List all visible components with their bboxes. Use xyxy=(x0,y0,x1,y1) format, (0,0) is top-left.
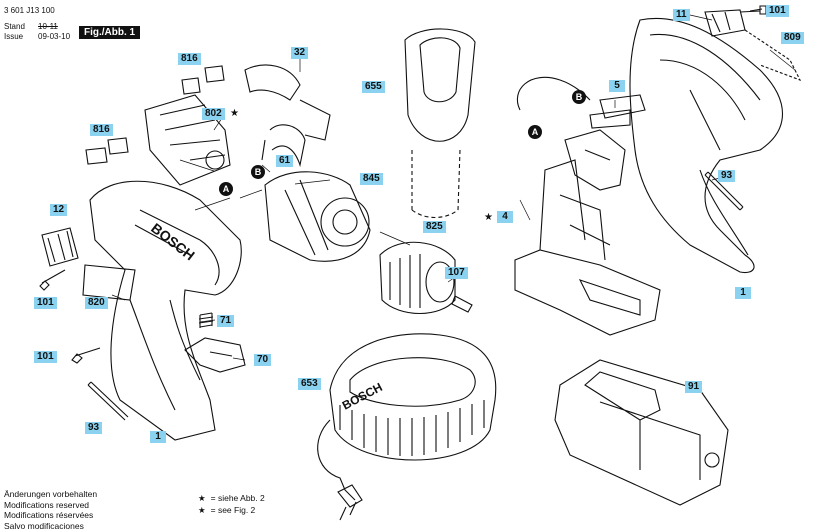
callout-4: 4 xyxy=(497,211,513,223)
footer-line: Modifications reserved xyxy=(4,499,90,510)
footer-line: Salvo modificaciones xyxy=(4,520,84,531)
doc-number: 3 601 J13 100 xyxy=(4,6,55,15)
bit-bottom xyxy=(87,381,129,421)
star-note-de: = siehe Abb. 2 xyxy=(210,493,265,503)
callout-93-right: 93 xyxy=(718,170,736,182)
brush-top xyxy=(181,65,225,95)
callout-816-mid: 816 xyxy=(90,124,113,136)
callout-802: 802 xyxy=(202,108,225,120)
callout-1-bottom: 1 xyxy=(150,431,166,443)
callout-845: 845 xyxy=(360,173,383,185)
issue-value: 09-03-10 xyxy=(38,32,71,41)
stand-value: 10-11 xyxy=(38,22,58,31)
spring xyxy=(198,312,214,328)
star-icon: ★ xyxy=(198,493,206,503)
bit-right xyxy=(704,171,744,211)
callout-653: 653 xyxy=(298,378,321,390)
battery-pack-slim xyxy=(514,249,661,336)
motor xyxy=(144,94,231,186)
charger xyxy=(329,333,497,461)
motor-cap-part xyxy=(704,9,746,37)
callout-70: 70 xyxy=(254,354,272,366)
callout-61: 61 xyxy=(276,155,294,167)
callout-825: 825 xyxy=(423,221,446,233)
housing-shell-right xyxy=(629,17,783,274)
switch-part xyxy=(589,94,646,129)
screw-left xyxy=(39,269,66,291)
callout-32: 32 xyxy=(291,47,309,59)
drill-housing xyxy=(89,180,242,441)
screw-mid xyxy=(71,347,101,364)
grip-insert xyxy=(82,264,136,301)
issue-label: Issue xyxy=(4,32,24,41)
document-header: 3 601 J13 100 Stand 10-11 Issue 09-03-10 xyxy=(4,6,70,42)
star-icon: ★ xyxy=(198,505,206,515)
footer-line: Änderungen vorbehalten xyxy=(4,489,98,499)
cover-plate xyxy=(244,64,301,101)
callout-101-mid: 101 xyxy=(34,351,57,363)
footer-notes: Änderungen vorbehalten Modifications res… xyxy=(4,489,97,531)
label-b-battery: B xyxy=(572,90,586,104)
battery-pack xyxy=(554,359,729,506)
stand-label: Stand xyxy=(4,22,25,31)
label-a-battery: A xyxy=(528,125,542,139)
callout-91: 91 xyxy=(685,381,703,393)
clip-collar xyxy=(404,28,476,142)
trigger xyxy=(184,337,246,373)
callout-5: 5 xyxy=(609,80,625,92)
star-note-en: = see Fig. 2 xyxy=(210,505,256,515)
callout-809: 809 xyxy=(781,32,804,44)
brush-mid xyxy=(85,137,129,165)
chuck xyxy=(379,241,456,315)
callout-816-top: 816 xyxy=(178,53,201,65)
label-a-drill: A xyxy=(219,182,233,196)
charger-logo: BOSCH xyxy=(340,380,385,413)
screw-top xyxy=(749,5,767,15)
callout-820: 820 xyxy=(85,297,108,309)
callout-655: 655 xyxy=(362,81,385,93)
callout-101-top: 101 xyxy=(766,5,789,17)
figure-badge: Fig./Abb. 1 xyxy=(79,26,141,39)
callout-107: 107 xyxy=(445,267,468,279)
star-legend: ★ = siehe Abb. 2 ★ = see Fig. 2 xyxy=(198,492,265,516)
callout-12: 12 xyxy=(50,204,68,216)
callout-93-bottom: 93 xyxy=(85,422,103,434)
label-b-drill: B xyxy=(251,165,265,179)
gearbox xyxy=(264,171,371,262)
callout-101-left: 101 xyxy=(34,297,57,309)
fan-gear xyxy=(41,227,79,267)
callout-1-right: 1 xyxy=(735,287,751,299)
star-marker-802: ★ xyxy=(230,108,239,119)
star-marker-4: ★ xyxy=(484,212,493,223)
callout-11: 11 xyxy=(673,9,690,21)
footer-line: Modifications réservées xyxy=(4,510,94,520)
callout-71: 71 xyxy=(217,315,235,327)
